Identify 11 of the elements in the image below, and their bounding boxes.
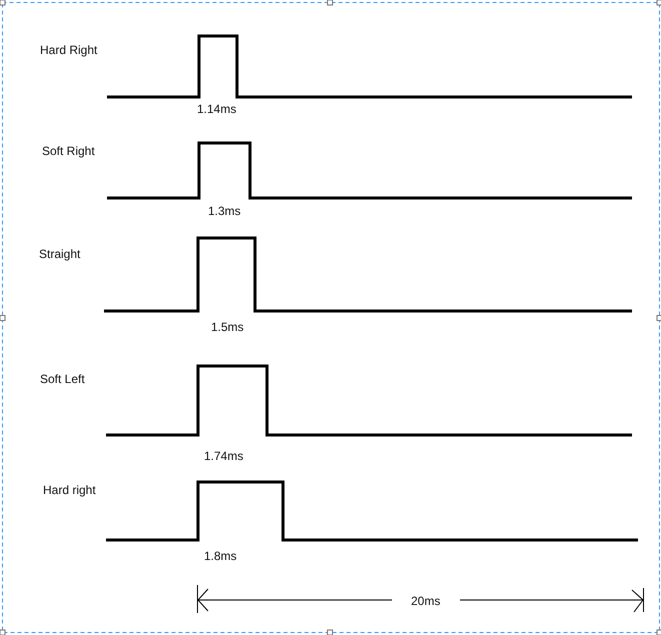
- signal-label: Straight: [39, 247, 80, 261]
- pulse-width-label: 1.14ms: [197, 102, 236, 116]
- dimension-label: 20ms: [411, 594, 440, 608]
- pulse-width-label: 1.5ms: [211, 320, 244, 334]
- signal-label: Soft Right: [42, 144, 95, 158]
- signal-label: Hard right: [43, 483, 96, 497]
- signal-label: Hard Right: [40, 43, 98, 57]
- signal-label: Soft Left: [40, 372, 85, 386]
- pulse-width-label: 1.74ms: [204, 449, 244, 463]
- pulse-width-label: 1.8ms: [204, 549, 237, 563]
- pulse-width-label: 1.3ms: [208, 204, 241, 218]
